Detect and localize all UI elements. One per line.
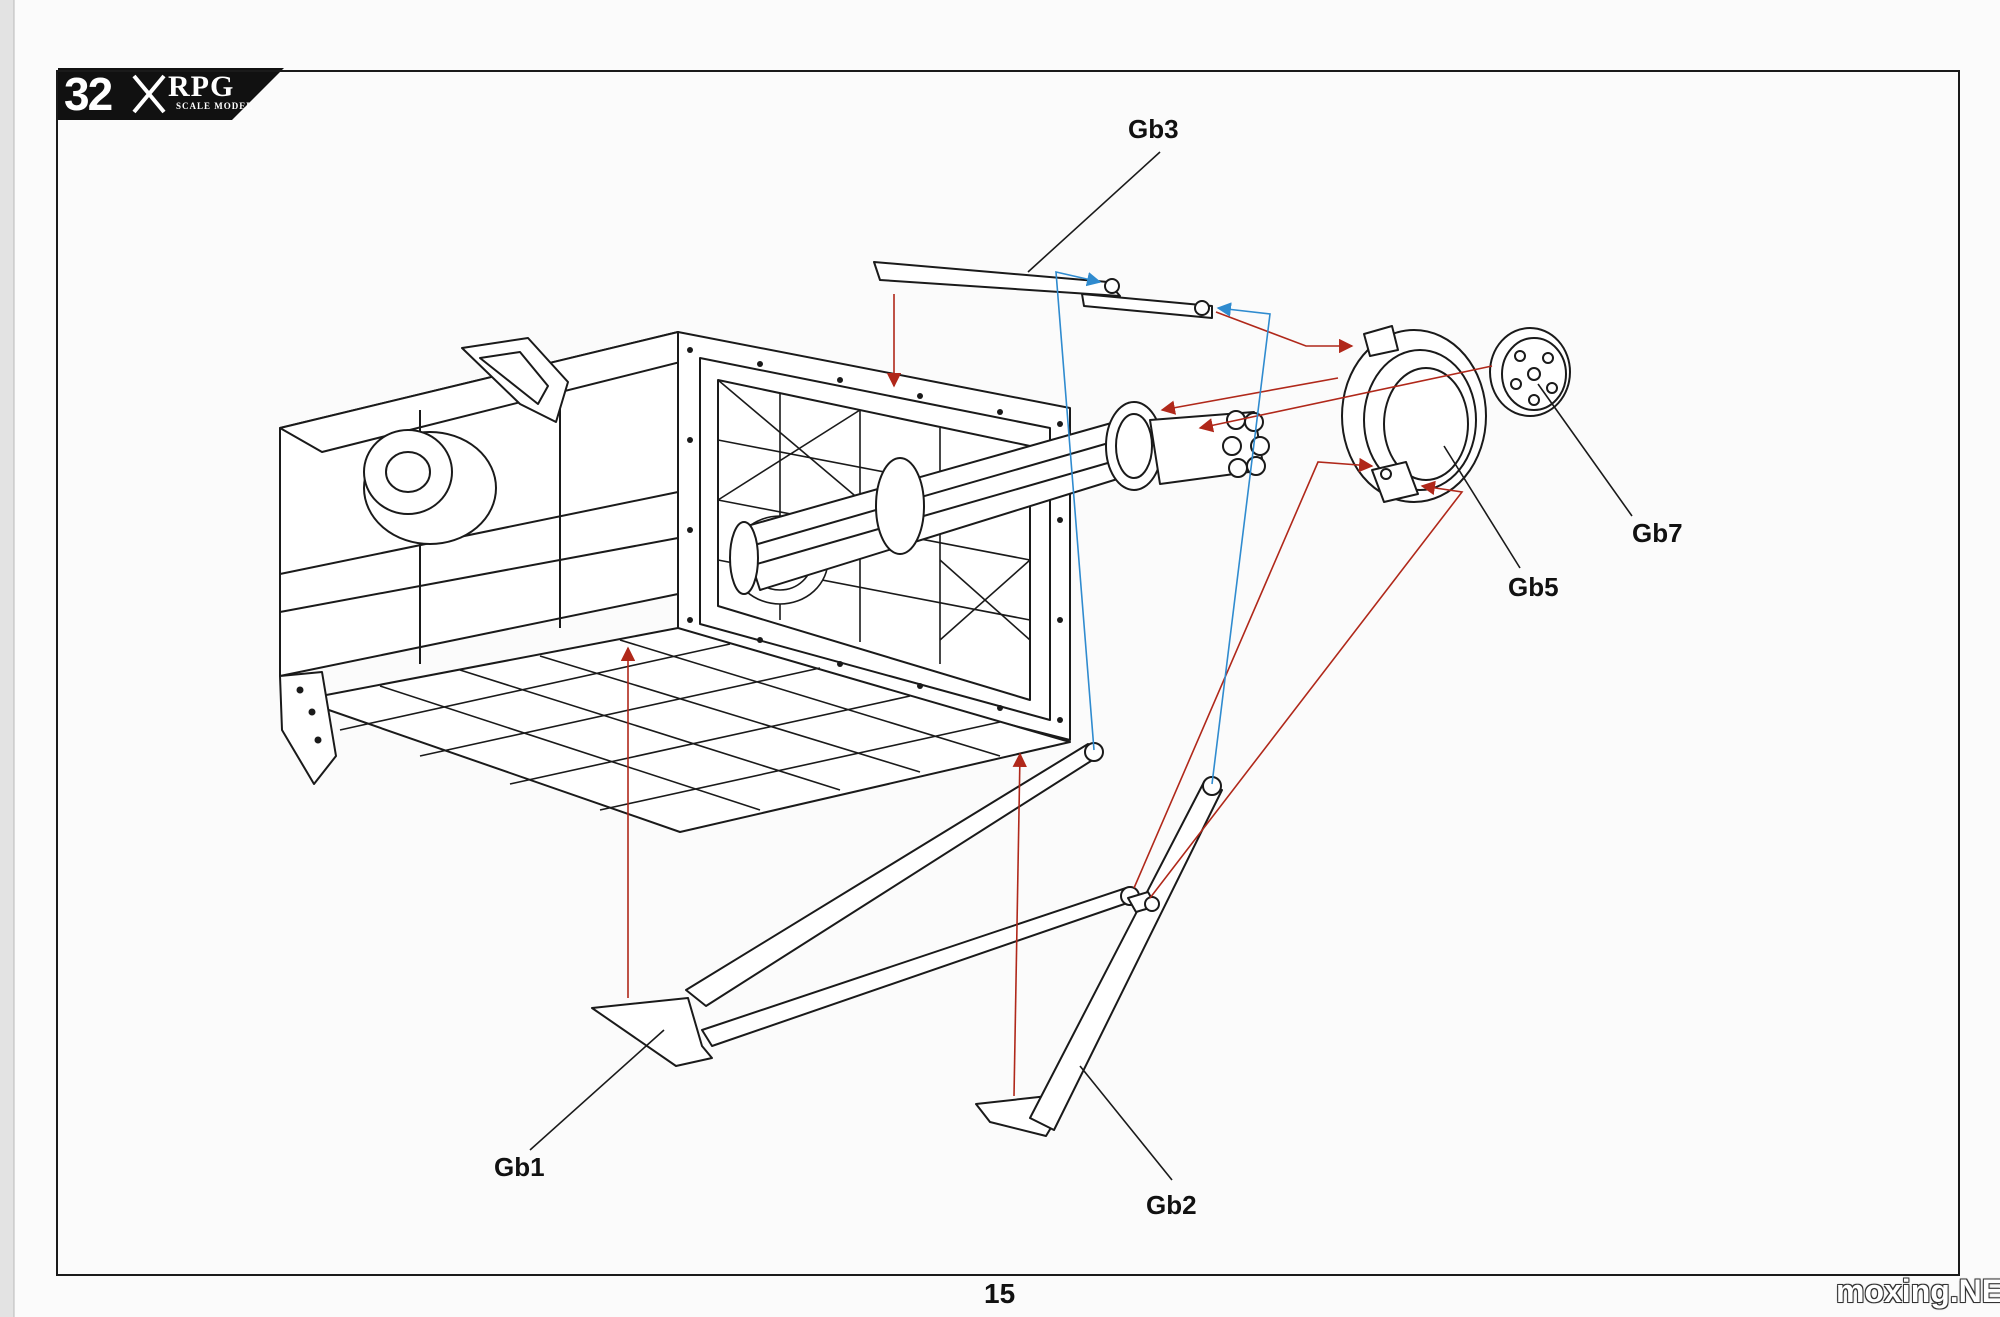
crossed-swords-icon [132, 74, 166, 114]
part-gb2 [975, 776, 1223, 1137]
brand-subtitle: SCALE MODEL [176, 101, 254, 111]
red-assembly-arrows [620, 294, 1493, 1097]
callout-gb2: Gb2 [1146, 1190, 1197, 1220]
callout-gb1: Gb1 [494, 1152, 545, 1182]
part-gb5 [1341, 325, 1487, 503]
page-frame [56, 70, 1960, 1276]
blue-assembly-arrows [1055, 270, 1271, 785]
part-gb1 [591, 742, 1140, 1067]
side-hub [363, 429, 497, 545]
part-gb3 [873, 261, 1213, 319]
brand-name: RPG [168, 70, 235, 103]
callout-gb7: Gb7 [1632, 518, 1683, 548]
callout-leaders [529, 151, 1633, 1181]
callout-gb3: Gb3 [1128, 114, 1179, 144]
callout-gb5: Gb5 [1508, 572, 1559, 602]
brand-scale-number: 32 [64, 68, 113, 120]
watermark: moxing.NET [1836, 1273, 2000, 1309]
part-gb7 [1489, 327, 1571, 417]
brand-logo [58, 68, 284, 120]
page-number: 15 [984, 1278, 1016, 1309]
